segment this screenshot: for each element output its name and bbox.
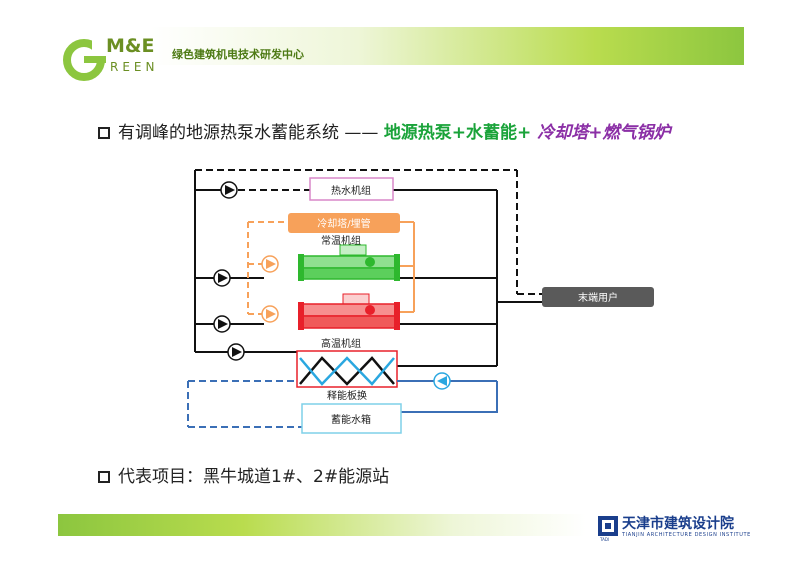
cooling-tower-label: 冷却塔/埋管 — [317, 217, 370, 230]
high-temp-unit-icon — [298, 293, 400, 330]
storage-loop — [187, 380, 498, 428]
storage-tank-label: 蓄能水箱 — [331, 413, 371, 426]
header-gradient-bar — [150, 27, 744, 65]
release-exchanger-label: 释能板换 — [327, 389, 367, 402]
end-user-label: 末端用户 — [578, 291, 618, 304]
title-purple-part: 冷却塔+燃气锅炉 — [537, 123, 671, 143]
black-pump-icons — [213, 181, 245, 361]
end-user-box — [542, 287, 654, 307]
cooling-tower-loop — [247, 221, 415, 315]
storage-tank-box — [301, 403, 402, 434]
company-tag: TADI — [600, 537, 610, 542]
normal-temp-unit-label: 常温机组 — [321, 234, 361, 247]
checkbox-icon — [98, 127, 110, 139]
blue-pump-icon — [433, 372, 451, 390]
title-green-part: 地源热泵+水蓄能+ — [383, 123, 538, 143]
cooling-tower-box — [288, 213, 400, 233]
exchanger-cross-icon — [299, 356, 395, 386]
project-text: 代表项目：黑牛城道1#、2#能源站 — [118, 467, 390, 487]
high-temp-unit-label: 高温机组 — [321, 337, 361, 350]
company-name-en: TIANJIN ARCHITECTURE DESIGN INSTITUTE — [622, 532, 751, 538]
heat-pump-unit-box — [309, 177, 394, 201]
orange-pump-icons — [261, 255, 279, 323]
footer-gradient-bar — [58, 514, 586, 536]
checkbox-icon — [98, 471, 110, 483]
org-name: 绿色建筑机电技术研发中心 — [172, 48, 304, 61]
green-logo-icon — [63, 39, 106, 81]
heat-pump-unit-label: 热水机组 — [331, 184, 371, 197]
logo-green-text: REEN — [110, 60, 159, 74]
title-prefix: 有调峰的地源热泵水蓄能系统 —— — [118, 123, 384, 143]
project-line: 代表项目：黑牛城道1#、2#能源站 — [98, 462, 389, 487]
tadi-logo-icon — [598, 516, 618, 536]
logo-me-text: M&E — [106, 35, 155, 57]
page-title: 有调峰的地源热泵水蓄能系统 —— 地源热泵+水蓄能+ 冷却塔+燃气锅炉 — [98, 118, 670, 143]
company-name-cn: 天津市建筑设计院 — [622, 516, 734, 532]
normal-temp-unit-icon — [298, 244, 400, 281]
